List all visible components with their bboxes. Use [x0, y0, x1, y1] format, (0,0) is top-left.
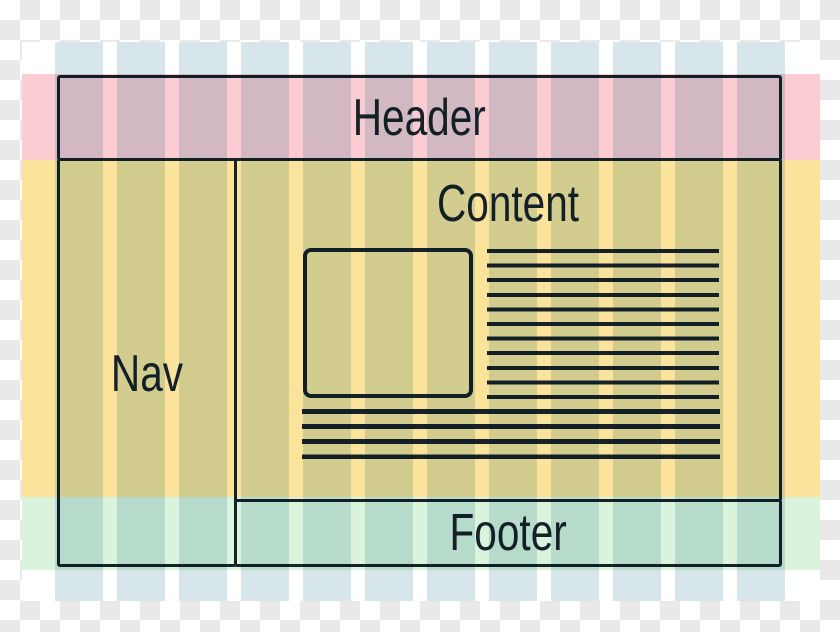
header-area-box: Header	[57, 75, 782, 161]
header-label: Header	[352, 89, 487, 147]
text-lines-beside-image	[487, 249, 719, 399]
nav-label: Nav	[110, 345, 184, 403]
content-area-box: Content	[234, 158, 782, 502]
footer-label: Footer	[449, 504, 567, 562]
text-lines-below-image	[302, 409, 720, 459]
footer-area-box: Footer	[234, 499, 782, 567]
content-label: Content	[436, 175, 580, 233]
diagram-canvas: Header Nav Content Footer	[22, 42, 820, 601]
image-placeholder-box	[303, 248, 473, 398]
nav-area-box: Nav	[57, 158, 237, 567]
